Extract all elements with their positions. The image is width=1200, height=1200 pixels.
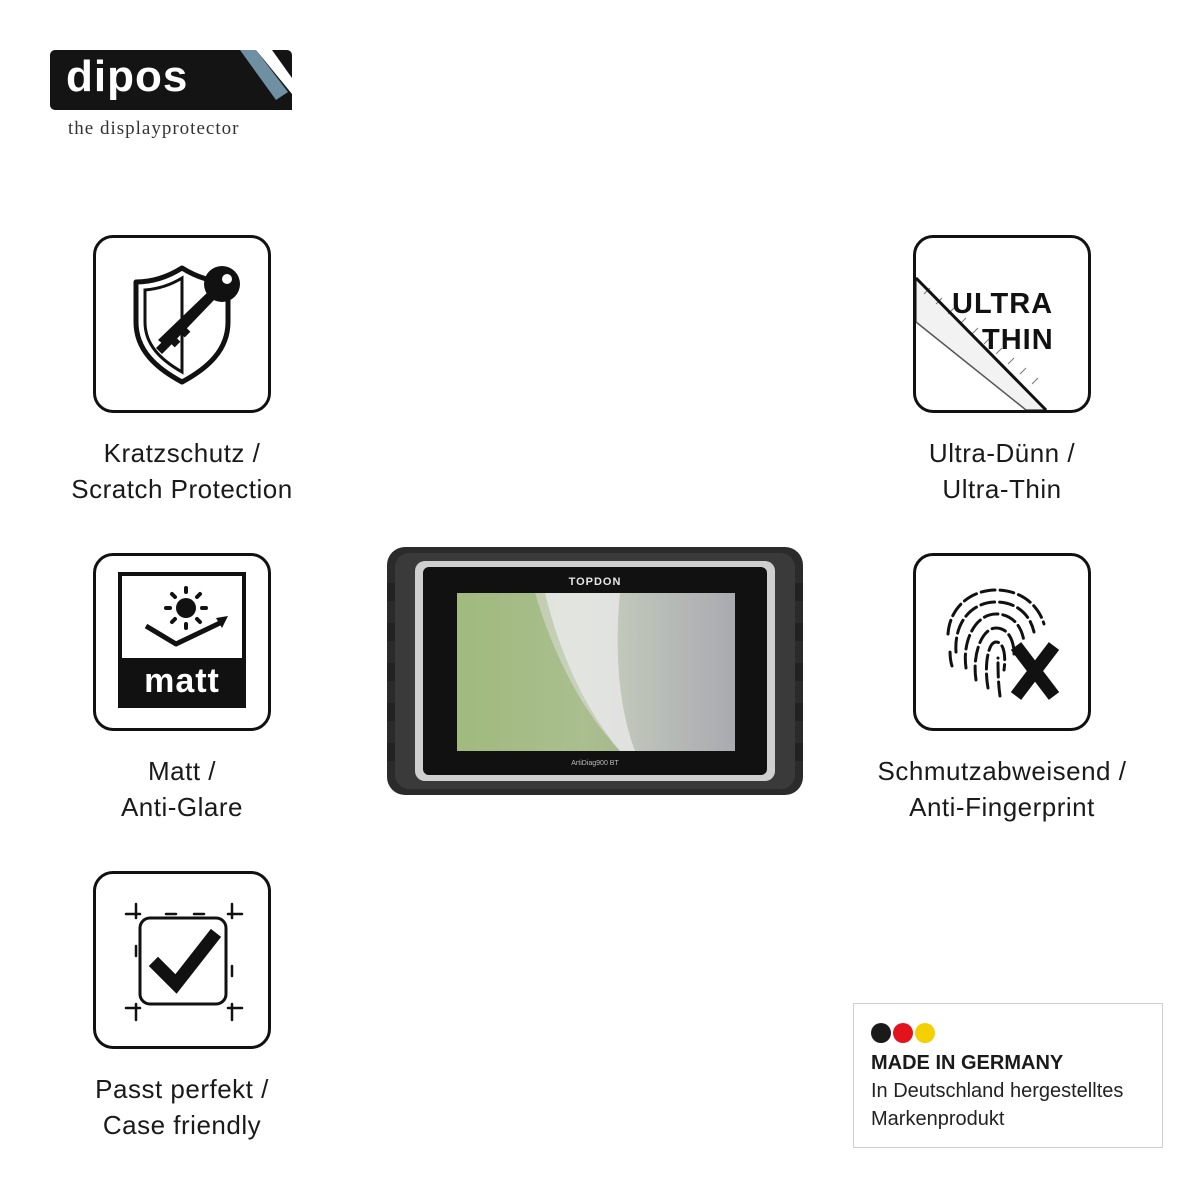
caption-german: Kratzschutz / <box>103 438 261 468</box>
badge-title: MADE IN GERMANY <box>871 1052 1064 1074</box>
feature-tile: ULTRA THIN <box>913 235 1091 413</box>
device-brand: TOPDON <box>569 576 622 588</box>
brand-logo: dipos the displayprotector <box>50 50 295 140</box>
caption-english: Scratch Protection <box>71 474 293 504</box>
feature-caption: Schmutzabweisend / Anti-Fingerprint <box>842 753 1162 825</box>
ultra-label: ULTRA <box>952 288 1054 320</box>
feature-anti-fingerprint: Schmutzabweisend / Anti-Fingerprint <box>842 553 1162 825</box>
german-flag-dots <box>871 1023 937 1045</box>
matt-label: matt <box>144 662 220 700</box>
caption-english: Case friendly <box>102 1110 262 1140</box>
device-model: ArtiDiag900 BT <box>571 760 619 767</box>
feature-anti-glare: matt Matt / Anti-Glare <box>22 553 342 825</box>
logo-plate: dipos <box>50 50 292 110</box>
feature-case-friendly: Passt perfekt / Case friendly <box>22 871 342 1143</box>
check-frame-icon <box>124 902 244 1022</box>
flag-dot-red <box>893 1023 913 1043</box>
caption-german: Passt perfekt / <box>95 1074 269 1104</box>
flag-dot-black <box>871 1023 891 1043</box>
fingerprint-x-icon <box>946 588 1060 700</box>
caption-german: Ultra-Dünn / <box>928 438 1076 468</box>
feature-tile: matt <box>93 553 271 731</box>
feature-caption: Kratzschutz / Scratch Protection <box>22 435 342 507</box>
feature-tile <box>93 235 271 413</box>
feature-tile <box>913 553 1091 731</box>
logo-tagline: the displayprotector <box>68 118 240 139</box>
feature-caption: Matt / Anti-Glare <box>22 753 342 825</box>
caption-english: Anti-Glare <box>120 792 244 822</box>
tablet-device: TOPDON ArtiDiag900 BT <box>387 547 803 795</box>
caption-german: Matt / <box>147 756 216 786</box>
badge-description-line: In Deutschland hergestelltes <box>871 1080 1124 1102</box>
feature-caption: Passt perfekt / Case friendly <box>22 1071 342 1143</box>
feature-caption: Ultra-Dünn / Ultra-Thin <box>842 435 1162 507</box>
caption-english: Anti-Fingerprint <box>909 792 1095 822</box>
caption-german: Schmutzabweisend / <box>877 756 1127 786</box>
badge-description-line: Markenprodukt <box>871 1108 1005 1130</box>
thin-label: THIN <box>982 324 1054 356</box>
matt-sun-icon <box>118 572 246 708</box>
caption-english: Ultra-Thin <box>942 474 1062 504</box>
made-in-germany-badge: MADE IN GERMANY In Deutschland hergestel… <box>853 1003 1163 1148</box>
feature-ultra-thin: ULTRA THIN Ultra-Dünn / Ultra-Thin <box>842 235 1162 507</box>
logo-wordmark: dipos <box>66 52 189 101</box>
device-image: TOPDON ArtiDiag900 BT <box>385 543 805 798</box>
peel-corner-icon <box>240 50 292 110</box>
feature-tile <box>93 871 271 1049</box>
feature-scratch-protection: Kratzschutz / Scratch Protection <box>22 235 342 507</box>
shield-key-icon <box>133 265 240 385</box>
ultra-thin-icon <box>916 276 1048 410</box>
flag-dot-gold <box>915 1023 935 1043</box>
